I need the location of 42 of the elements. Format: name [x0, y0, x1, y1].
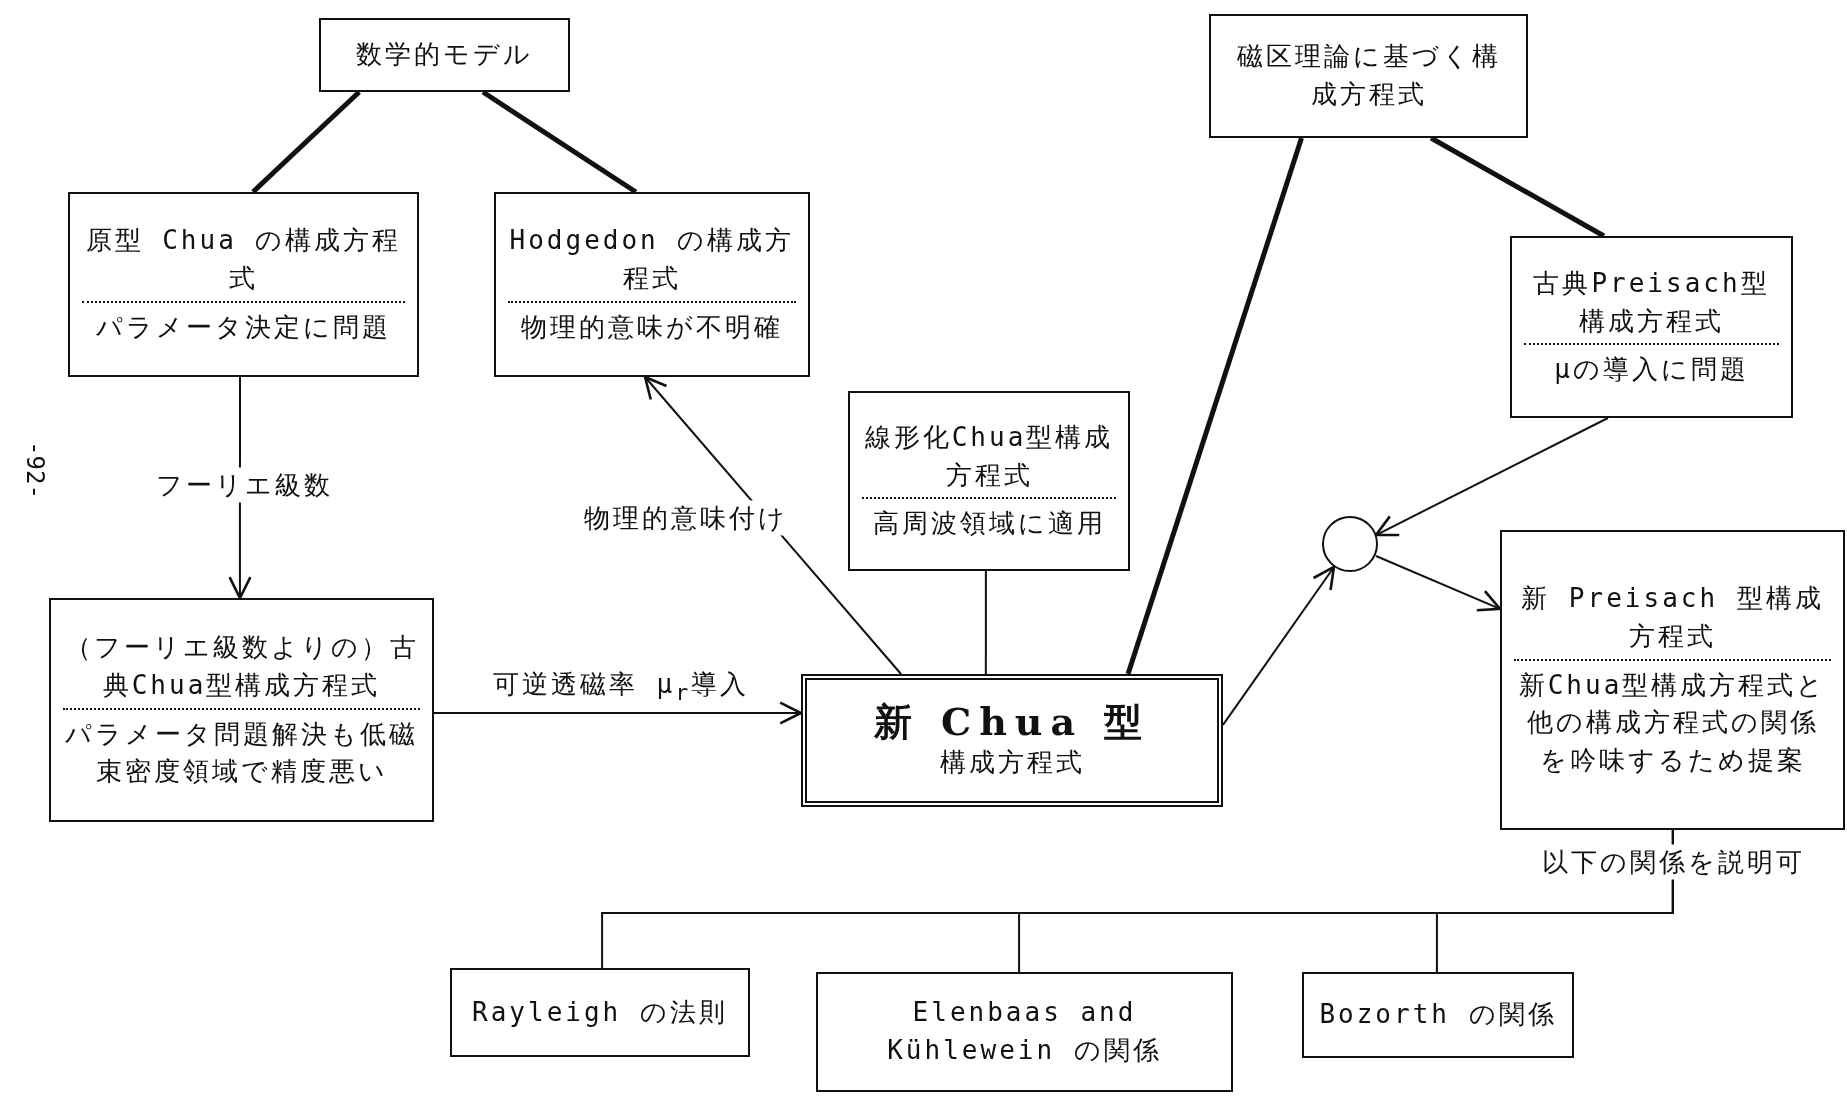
box-heading: 原型 Chua の構成方程式 [82, 222, 405, 303]
box-text: パラメータ決定に問題 [96, 310, 391, 344]
box-text: Elenbaas and Kühlewein の関係 [886, 996, 1163, 1067]
circle-node [1322, 516, 1378, 572]
concept-box [68, 192, 419, 377]
arrow [433, 701, 803, 725]
connector-line [984, 570, 987, 675]
concept-box [49, 598, 434, 822]
connector-line [251, 90, 361, 194]
connector-line [1435, 829, 1674, 973]
concept-box [1209, 14, 1528, 138]
box-heading: 新 Chua 型 [873, 698, 1151, 745]
box-text: 構成方程式 [939, 746, 1085, 780]
arrow [643, 375, 902, 675]
concept-box [816, 972, 1233, 1092]
arrow [1222, 565, 1336, 726]
box-text: Bozorth の関係 [1319, 998, 1557, 1032]
arrow [1375, 555, 1502, 612]
box-text: 物理的意味が不明確 [521, 310, 783, 344]
box-heading: 古典Preisach型構成方程式 [1524, 264, 1779, 346]
connector-line [1125, 137, 1304, 675]
arrow [1374, 417, 1609, 537]
box-text: Rayleigh の法則 [472, 995, 728, 1029]
box-text: 数学的モデル [356, 38, 533, 72]
concept-box [1500, 530, 1845, 830]
box-text: 新Chua型構成方程式と他の構成方程式の関係を吟味するため提案 [1517, 668, 1828, 778]
box-heading: Hodgedon の構成方程式 [508, 222, 796, 303]
box-heading: 線形化Chua型構成方程式 [862, 418, 1116, 500]
concept-box [319, 18, 570, 92]
concept-box [1302, 972, 1574, 1058]
concept-box [1510, 236, 1793, 418]
box-text: 磁区理論に基づく構成方程式 [1235, 40, 1502, 111]
box-heading: 新 Preisach 型構成方程式 [1514, 580, 1831, 661]
box-text: パラメータ問題解決も低磁束密度領域で精度悪い [64, 717, 419, 789]
concept-box [450, 968, 750, 1057]
box-text: 高周波領域に適用 [872, 507, 1106, 541]
concept-box [494, 192, 810, 377]
concept-box [848, 391, 1130, 571]
page-number: -92- [20, 441, 49, 499]
concept-box [801, 674, 1223, 807]
box-heading: （フーリエ級数よりの）古典Chua型構成方程式 [63, 629, 420, 710]
box-text: μの導入に問題 [1554, 353, 1749, 387]
